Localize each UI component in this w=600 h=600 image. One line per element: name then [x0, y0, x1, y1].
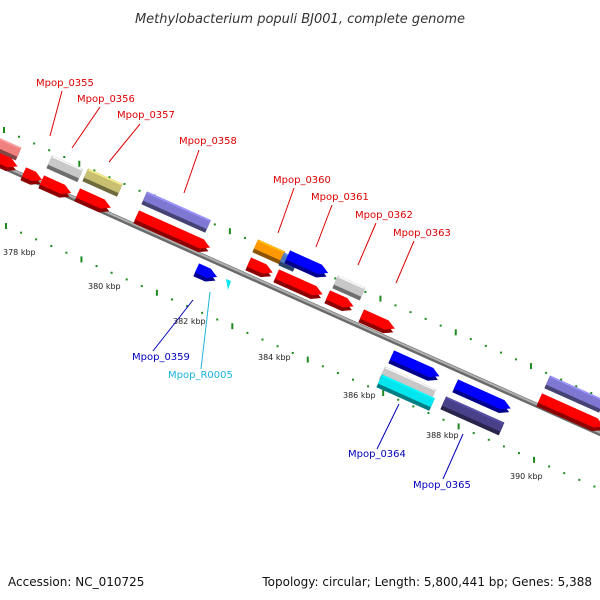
gene-labels: Mpop_0355 Mpop_0356 Mpop_0357 Mpop_0358 … — [36, 78, 471, 491]
gene-box — [544, 375, 600, 413]
leader-line — [200, 291, 211, 370]
cds-arrow — [74, 188, 111, 213]
scale-label: 384 kbp — [258, 353, 291, 362]
gene-label: Mpop_0358 — [179, 136, 237, 147]
gene-box — [252, 239, 286, 265]
gene-label: Mpop_R0005 — [168, 370, 233, 381]
gene-label: Mpop_0359 — [132, 352, 190, 363]
scale-label: 386 kbp — [343, 391, 376, 400]
leader-line — [183, 149, 200, 194]
gene-label: Mpop_0365 — [413, 480, 471, 491]
label-leaders — [49, 90, 464, 480]
leader-line — [376, 403, 400, 450]
gene-box — [0, 135, 22, 161]
cds-arrow — [273, 269, 323, 299]
scale-label: 378 kbp — [3, 248, 36, 257]
topology-text: Topology: circular; Length: 5,800,441 bp… — [261, 575, 592, 589]
gene-label: Mpop_0362 — [355, 210, 413, 221]
trna-marker — [226, 279, 231, 290]
leader-line — [395, 240, 415, 284]
map-title: Methylobacterium populi BJ001, complete … — [135, 12, 465, 27]
leader-line — [315, 204, 333, 248]
accession-text: Accession: NC_010725 — [8, 575, 144, 589]
gene-label: Mpop_0357 — [117, 110, 175, 121]
cds-arrow — [536, 393, 600, 432]
gene-box — [332, 275, 366, 301]
cds-arrow — [358, 309, 395, 334]
leader-line — [108, 123, 141, 163]
gene-label: Mpop_0364 — [348, 449, 406, 460]
gene-label: Mpop_0361 — [311, 192, 369, 203]
gene-box — [141, 191, 211, 233]
gene-label: Mpop_0363 — [393, 228, 451, 239]
scale-label: 390 kbp — [510, 472, 543, 481]
gene-arrow — [284, 250, 329, 278]
leader-line — [277, 187, 295, 234]
leader-line — [357, 222, 377, 266]
scale-label: 382 kbp — [173, 317, 206, 326]
gene-arrow — [388, 350, 440, 381]
gene-label: Mpop_0355 — [36, 78, 94, 89]
cds-arrow — [0, 150, 18, 171]
cds-arrow — [20, 167, 43, 185]
leader-line — [152, 299, 194, 352]
gene-arrow — [193, 263, 218, 282]
gene-box — [82, 168, 123, 197]
scale-label: 380 kbp — [88, 282, 121, 291]
gene-box — [46, 155, 84, 183]
scale-label: 388 kbp — [426, 431, 459, 440]
leader-line — [442, 433, 464, 480]
leader-line — [49, 90, 63, 137]
cds-arrow — [245, 257, 273, 278]
cds-arrow — [324, 290, 354, 311]
gene-label: Mpop_0360 — [273, 175, 331, 186]
cds-arrow — [133, 210, 211, 253]
gene-features — [0, 135, 600, 436]
leader-line — [71, 106, 101, 149]
gene-box — [376, 374, 435, 411]
scale-labels: 378 kbp 380 kbp 382 kbp 384 kbp 386 kbp … — [3, 248, 543, 481]
gene-label: Mpop_0356 — [77, 94, 135, 105]
gene-box — [440, 396, 505, 436]
gene-arrow — [452, 379, 511, 414]
cds-arrow — [38, 175, 72, 198]
